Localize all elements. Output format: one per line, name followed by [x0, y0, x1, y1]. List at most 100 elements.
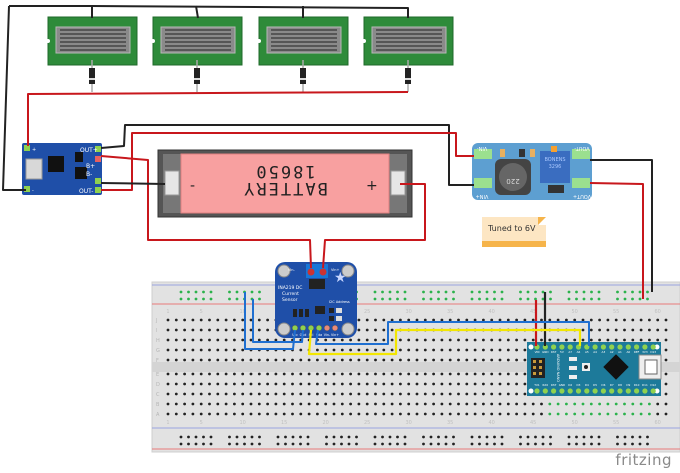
breadboard-hole[interactable]	[191, 328, 195, 332]
rail-hole[interactable]	[291, 442, 295, 446]
rail-hole[interactable]	[306, 442, 310, 446]
ina-pin-scl[interactable]	[307, 324, 315, 332]
breadboard-hole[interactable]	[241, 372, 245, 376]
breadboard-hole[interactable]	[216, 358, 220, 362]
breadboard-hole[interactable]	[639, 402, 643, 406]
breadboard-hole[interactable]	[548, 402, 552, 406]
rail-hole[interactable]	[250, 442, 254, 446]
rail-hole[interactable]	[258, 435, 261, 439]
breadboard-hole[interactable]	[432, 318, 435, 322]
breadboard-hole[interactable]	[374, 382, 377, 386]
breadboard-hole[interactable]	[316, 392, 319, 396]
breadboard-hole[interactable]	[664, 338, 668, 342]
breadboard-hole[interactable]	[299, 348, 303, 352]
rail-hole[interactable]	[444, 290, 448, 294]
breadboard-hole[interactable]	[506, 358, 510, 362]
breadboard-hole[interactable]	[357, 348, 361, 352]
nano-pin-d4[interactable]	[584, 388, 590, 394]
nano-pin-a4[interactable]	[592, 344, 598, 350]
breadboard-hole[interactable]	[415, 402, 419, 406]
breadboard-hole[interactable]	[606, 402, 610, 406]
breadboard-hole[interactable]	[216, 318, 220, 322]
breadboard-hole[interactable]	[457, 338, 460, 342]
breadboard-hole[interactable]	[623, 402, 626, 406]
rail-hole[interactable]	[429, 442, 433, 446]
nano-pin-gnd[interactable]	[559, 388, 565, 394]
breadboard-hole[interactable]	[423, 372, 427, 376]
rail-hole[interactable]	[209, 297, 213, 301]
rail-hole[interactable]	[403, 297, 407, 301]
rail-hole[interactable]	[258, 290, 261, 294]
rail-hole[interactable]	[403, 442, 407, 446]
boost-converter[interactable]: VIN- VIN+ VOUT- VOUT+ 220 BONENS 3296	[472, 143, 592, 200]
breadboard-hole[interactable]	[623, 412, 626, 416]
nano-pin-d10[interactable]	[634, 388, 640, 394]
rail-hole[interactable]	[179, 297, 183, 301]
breadboard-hole[interactable]	[340, 392, 344, 396]
breadboard-hole[interactable]	[282, 382, 286, 386]
rail-hole[interactable]	[437, 442, 440, 446]
breadboard-hole[interactable]	[614, 338, 618, 342]
breadboard-hole[interactable]	[631, 412, 635, 416]
breadboard-hole[interactable]	[307, 382, 311, 386]
breadboard-hole[interactable]	[639, 328, 643, 332]
breadboard-hole[interactable]	[274, 358, 278, 362]
breadboard-hole[interactable]	[191, 348, 195, 352]
breadboard-hole[interactable]	[390, 402, 394, 406]
rail-hole[interactable]	[478, 290, 481, 294]
breadboard-hole[interactable]	[399, 402, 402, 406]
rail-hole[interactable]	[616, 435, 619, 439]
breadboard-hole[interactable]	[174, 382, 178, 386]
breadboard-hole[interactable]	[465, 412, 469, 416]
breadboard-hole[interactable]	[357, 358, 361, 362]
breadboard-hole[interactable]	[274, 338, 278, 342]
rail-hole[interactable]	[179, 442, 183, 446]
rail-hole[interactable]	[340, 435, 343, 439]
rail-hole[interactable]	[179, 290, 183, 294]
nano-pin-d12[interactable]	[650, 388, 656, 394]
rail-hole[interactable]	[582, 290, 586, 294]
note-tuned[interactable]: Tuned to 6V	[482, 217, 546, 247]
breadboard-hole[interactable]	[307, 412, 311, 416]
wire-vout-plus-rail[interactable]	[589, 182, 644, 299]
breadboard-hole[interactable]	[233, 318, 236, 322]
breadboard-hole[interactable]	[448, 372, 452, 376]
rail-hole[interactable]	[373, 442, 377, 446]
breadboard-hole[interactable]	[589, 318, 593, 322]
breadboard-hole[interactable]	[357, 382, 361, 386]
breadboard-hole[interactable]	[423, 382, 427, 386]
breadboard-hole[interactable]	[316, 358, 319, 362]
rail-hole[interactable]	[355, 442, 358, 446]
breadboard-hole[interactable]	[440, 372, 444, 376]
breadboard-hole[interactable]	[432, 412, 435, 416]
breadboard-hole[interactable]	[257, 382, 261, 386]
rail-hole[interactable]	[228, 442, 231, 446]
rail-hole[interactable]	[485, 442, 489, 446]
rail-hole[interactable]	[534, 297, 537, 301]
breadboard-hole[interactable]	[291, 392, 294, 396]
breadboard-hole[interactable]	[614, 412, 618, 416]
rail-hole[interactable]	[638, 290, 642, 294]
rail-hole[interactable]	[396, 442, 399, 446]
breadboard-hole[interactable]	[291, 358, 294, 362]
breadboard-hole[interactable]	[166, 338, 170, 342]
nano-pin-d2[interactable]	[567, 388, 573, 394]
breadboard-hole[interactable]	[382, 372, 386, 376]
rail-hole[interactable]	[470, 442, 474, 446]
breadboard-hole[interactable]	[291, 412, 294, 416]
breadboard-hole[interactable]	[656, 328, 660, 332]
breadboard-hole[interactable]	[473, 392, 477, 396]
rail-hole[interactable]	[631, 290, 634, 294]
breadboard-hole[interactable]	[340, 402, 344, 406]
breadboard-hole[interactable]	[374, 318, 377, 322]
breadboard-hole[interactable]	[241, 348, 245, 352]
rail-hole[interactable]	[575, 442, 578, 446]
wire-neg-to-charger[interactable]	[2, 5, 26, 191]
breadboard-hole[interactable]	[399, 358, 402, 362]
breadboard-hole[interactable]	[183, 318, 187, 322]
breadboard-hole[interactable]	[473, 382, 477, 386]
pin-b-plus[interactable]	[95, 156, 101, 162]
breadboard-hole[interactable]	[183, 328, 187, 332]
breadboard-hole[interactable]	[573, 412, 577, 416]
breadboard-hole[interactable]	[482, 358, 485, 362]
